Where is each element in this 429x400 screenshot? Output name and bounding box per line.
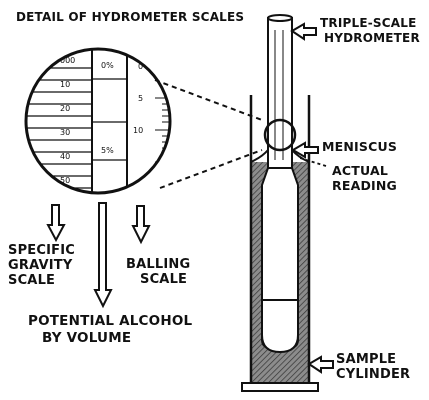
alcohol-label-5: 5% [101, 146, 114, 155]
detail-magnifier: 000 10 20 30 40 50 0% 5% 0 5 10 15 [24, 47, 172, 201]
balling-label-10: 10 [133, 126, 143, 135]
actual-line2: READING [332, 178, 397, 193]
sg-label-20: 20 [60, 104, 70, 113]
sg-label-10: 10 [60, 80, 70, 89]
balling-label-15: 15 [133, 192, 143, 201]
balling-label-0: 0 [138, 62, 143, 71]
specific-gravity-label: SPECIFIC GRAVITY SCALE [8, 243, 75, 288]
actual-reading-pointer [299, 157, 327, 167]
triple-scale-label: TRIPLE-SCALE HYDROMETER [320, 16, 420, 46]
sg-label-30: 30 [60, 128, 70, 137]
sample-cylinder-label: SAMPLE CYLINDER [336, 352, 410, 382]
sg-label-0: 000 [60, 56, 75, 65]
alcohol-label-0: 0% [101, 61, 114, 70]
specific-line1: SPECIFIC [8, 243, 76, 258]
sample-line1: SAMPLE [336, 352, 397, 367]
arrows [46, 22, 334, 374]
actual-reading-label: ACTUAL READING [332, 163, 397, 193]
actual-line1: ACTUAL [332, 163, 388, 178]
sample-line2: CYLINDER [336, 367, 411, 382]
potential-line2: BY VOLUME [42, 330, 132, 346]
balling-line2: SCALE [140, 272, 188, 287]
magnifier-leader-lines [154, 79, 263, 189]
balling-label-5: 5 [138, 94, 143, 103]
detail-title: DETAIL OF HYDROMETER SCALES [16, 10, 245, 24]
balling-scale-label: BALLING SCALE [126, 257, 190, 287]
triple-scale-line2: HYDROMETER [324, 31, 420, 45]
specific-line2: GRAVITY [8, 258, 73, 273]
potential-alcohol-label: POTENTIAL ALCOHOL BY VOLUME [28, 313, 192, 347]
specific-line3: SCALE [8, 273, 56, 288]
meniscus-label: MENISCUS [322, 139, 398, 154]
potential-line1: POTENTIAL ALCOHOL [28, 313, 193, 329]
hydrometer [250, 14, 310, 354]
sg-label-50: 50 [60, 176, 70, 185]
triple-scale-line1: TRIPLE-SCALE [320, 16, 417, 30]
balling-line1: BALLING [126, 257, 191, 272]
sg-label-40: 40 [60, 152, 70, 161]
